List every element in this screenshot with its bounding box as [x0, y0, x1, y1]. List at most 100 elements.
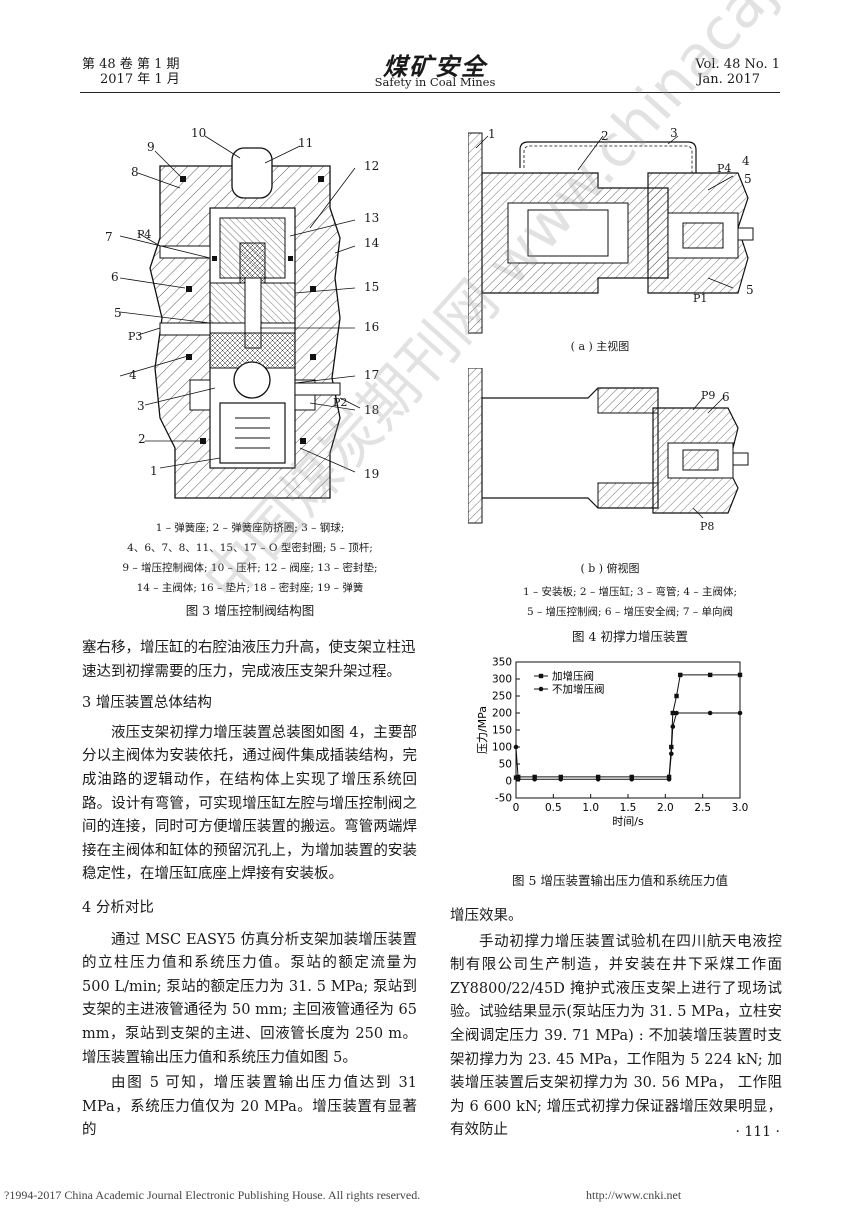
- section-3-heading: 3 增压装置总体结构: [82, 695, 212, 712]
- header-vol-en: Vol. 48 No. 1: [695, 57, 780, 72]
- data-point: [532, 777, 537, 782]
- data-point: [737, 710, 743, 716]
- fig4a-label: 5: [746, 283, 754, 297]
- fig3-valve-drawing: [119, 135, 361, 499]
- fig3-legend-line: 4、6、7、8、11、15、17 – O 型密封圈; 5 – 顶杆;: [127, 542, 373, 554]
- x-tick-label: 0.5: [545, 802, 562, 814]
- data-point: [674, 693, 679, 699]
- y-tick-label: -50: [495, 793, 512, 805]
- fig4-legend-line: 1 – 安装板; 2 – 增压缸; 3 – 弯管; 4 – 主阀体;: [522, 586, 738, 598]
- header-vol-cn: 第 48 卷 第 1 期: [82, 57, 180, 72]
- plot-frame: [515, 661, 741, 799]
- fig3-label: 15: [364, 280, 380, 294]
- data-point: [678, 672, 683, 678]
- page-number: · 111 ·: [735, 1124, 780, 1140]
- data-point: [513, 775, 519, 780]
- data-point: [669, 751, 674, 757]
- data-point: [595, 774, 601, 780]
- data-point: [666, 777, 672, 782]
- data-point: [629, 774, 634, 780]
- fig3-label: 16: [364, 320, 380, 334]
- x-tick-label: 0: [513, 802, 520, 814]
- fig3-caption: 图 3 增压控制阀结构图: [185, 603, 315, 618]
- data-point: [558, 774, 563, 780]
- fig3-label: 6: [111, 270, 119, 284]
- fig3-port-p3: P3: [128, 330, 143, 343]
- x-tick-label: 3.0: [732, 802, 749, 814]
- fig3-label: 19: [364, 467, 380, 481]
- fig3-label: 14: [364, 236, 380, 250]
- fig4a-drawing: [468, 132, 754, 334]
- fig3-legend-line: 14 – 主阀体; 16 – 垫片; 18 – 密封座; 19 – 弹簧: [136, 582, 364, 594]
- fig4b-drawing: [468, 368, 749, 524]
- x-tick-label: 2.0: [657, 802, 674, 814]
- fig3-label: 9: [147, 140, 155, 154]
- data-point: [707, 672, 713, 678]
- paragraph-continued-line: 增压效果。: [450, 908, 523, 924]
- data-point: [532, 774, 537, 780]
- legend-marker: [538, 673, 544, 679]
- results-paragraph: 手动初撑力增压装置试验机在四川航天电液控制有限公司生产制造，并安装在井下采煤工作…: [450, 933, 782, 1139]
- section-3-paragraph: 液压支架初撑力增压装置总装图如图 4，主要部分以主阀体为安装依托，通过阀件集成插…: [82, 724, 417, 883]
- y-tick-label: 150: [492, 725, 512, 737]
- journal-title-en: Safety in Coal Mines: [374, 75, 496, 89]
- fig4b-label: 6: [722, 390, 730, 404]
- x-tick-label: 1.5: [620, 802, 637, 814]
- fig4b-port-p8: P8: [700, 520, 715, 533]
- y-tick-label: 100: [492, 742, 512, 754]
- fig3-label: 3: [137, 399, 145, 413]
- fig3-label: 10: [191, 126, 207, 140]
- right-column: 增压效果。 手动初撑力增压装置试验机在四川航天电液控制有限公司生产制造，并安装在…: [450, 905, 782, 1143]
- section-4-heading: 4 分析对比: [82, 899, 154, 916]
- fig3-label: 11: [298, 136, 314, 150]
- fig3-legend-line: 9 – 增压控制阀体; 10 – 压杆; 12 – 阀座; 13 – 密封垫;: [122, 562, 378, 574]
- fig3-legend: 1 – 弹簧座; 2 – 弹簧座防挤圈; 3 – 钢球; 4、6、7、8、11、…: [80, 518, 420, 598]
- header-rule: [80, 92, 780, 93]
- fig3-legend-line: 1 – 弹簧座; 2 – 弹簧座防挤圈; 3 – 钢球;: [155, 522, 345, 534]
- fig5-caption: 图 5 增压装置输出压力值和系统压力值: [512, 873, 728, 888]
- fig4a-label: 4: [742, 154, 750, 168]
- header-date-en: Jan. 2017: [697, 72, 760, 87]
- fig3-port-p4: P4: [137, 228, 152, 241]
- journal-title-cn: 煤矿安全: [383, 52, 487, 81]
- y-tick-label: 0: [505, 776, 512, 788]
- fig4a-label: 3: [670, 126, 678, 140]
- fig4b-subcaption: ( b ) 俯视图: [580, 562, 640, 575]
- data-point: [629, 777, 635, 782]
- data-point: [737, 672, 743, 678]
- fig4a-subcaption: ( a ) 主视图: [570, 340, 630, 353]
- section-4-paragraph: 由图 5 可知，增压装置输出压力值达到 31 MPa，系统压力值仅为 20 MP…: [82, 1075, 417, 1139]
- fig3-port-p2: P2: [333, 396, 348, 409]
- y-tick-label: 300: [492, 674, 512, 686]
- section-4-paragraph: 通过 MSC EASY5 仿真分析支架加装增压装置的立柱压力值和系统压力值。泵站…: [82, 931, 417, 1066]
- fig3-label: 4: [129, 368, 137, 382]
- legend-label: 加增压阀: [552, 670, 594, 683]
- fig4a-label: 5: [744, 172, 752, 186]
- fig4a-port-p4: P4: [717, 162, 732, 175]
- fig4a-port-p1: P1: [693, 292, 708, 305]
- fig4a-label: 1: [488, 127, 496, 141]
- fig4-legend: 1 – 安装板; 2 – 增压缸; 3 – 弯管; 4 – 主阀体; 5 – 增…: [480, 582, 780, 622]
- footer-url[interactable]: http://www.cnki.net: [586, 1188, 682, 1202]
- data-point: [670, 724, 676, 729]
- legend-marker: [538, 686, 544, 692]
- y-axis-label: 压力/MPa: [476, 706, 489, 754]
- fig3-label: 18: [364, 403, 380, 417]
- y-tick-label: 200: [492, 708, 512, 720]
- paragraph-continued-line: 塞右移，增压缸的右腔油液压力升高，使支架立柱迅: [82, 640, 416, 656]
- fig3-label: 2: [138, 432, 146, 446]
- x-axis-label: 时间/s: [612, 815, 644, 828]
- y-tick-label: 50: [499, 759, 512, 771]
- data-point: [558, 777, 564, 782]
- legend-label: 不加增压阀: [552, 683, 605, 696]
- header-date-cn: 2017 年 1 月: [100, 72, 180, 87]
- data-point: [707, 710, 713, 716]
- series-line: [515, 712, 740, 780]
- fig4b-port-p9: P9: [701, 389, 716, 402]
- paragraph-continued-line: 速达到初撑需要的压力，完成液压支架升架过程。: [82, 663, 401, 680]
- fig4a-label: 2: [601, 129, 609, 143]
- fig3-label: 17: [364, 368, 380, 382]
- data-point: [595, 777, 601, 782]
- y-tick-label: 250: [492, 691, 512, 703]
